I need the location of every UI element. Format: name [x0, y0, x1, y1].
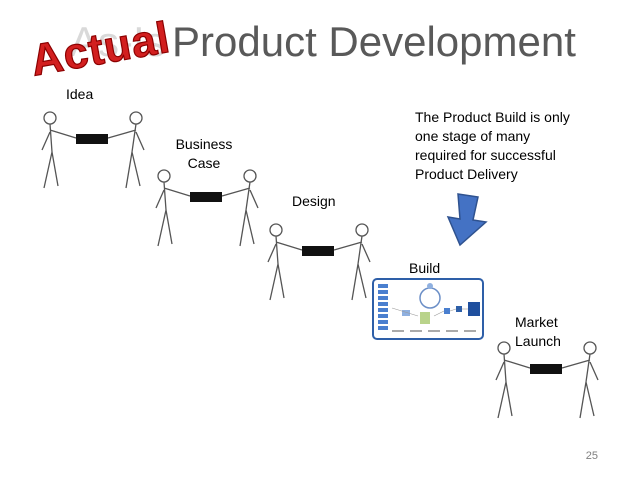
note-line-2: one stage of many — [415, 128, 531, 144]
page-number: 25 — [585, 450, 598, 462]
stage-label-market-line2: Launch — [515, 333, 561, 349]
stage-label-idea: Idea — [66, 86, 94, 102]
stage-label-market-line1: Market — [515, 314, 558, 330]
note-line-4: Product Delivery — [415, 166, 518, 182]
stage-label-business-line2: Case — [187, 155, 221, 171]
stage-label-business-case: Business Case — [168, 135, 240, 173]
stage-label-business-line1: Business — [175, 136, 233, 152]
actual-stamp: Actual — [26, 12, 174, 78]
note-line-1: The Product Build is only — [415, 109, 570, 125]
handoff-figures-idea — [41, 111, 145, 189]
handoff-figures-design — [267, 223, 371, 301]
svg-text:Actual: Actual — [27, 13, 174, 78]
stage-label-design: Design — [292, 193, 336, 209]
handoff-figures-business-case — [155, 169, 259, 247]
stage-label-build: Build — [409, 260, 441, 276]
build-process-diagram — [372, 278, 484, 340]
note-text: The Product Build is only one stage of m… — [415, 108, 605, 184]
down-arrow-icon — [446, 193, 488, 247]
handoff-figures-market-launch — [495, 341, 599, 419]
slide-title: Product Development — [172, 18, 576, 65]
stage-label-market-launch: Market Launch — [515, 313, 561, 351]
note-line-3: required for successful — [415, 147, 556, 163]
title-ghost-text: As-Is — [70, 18, 166, 65]
